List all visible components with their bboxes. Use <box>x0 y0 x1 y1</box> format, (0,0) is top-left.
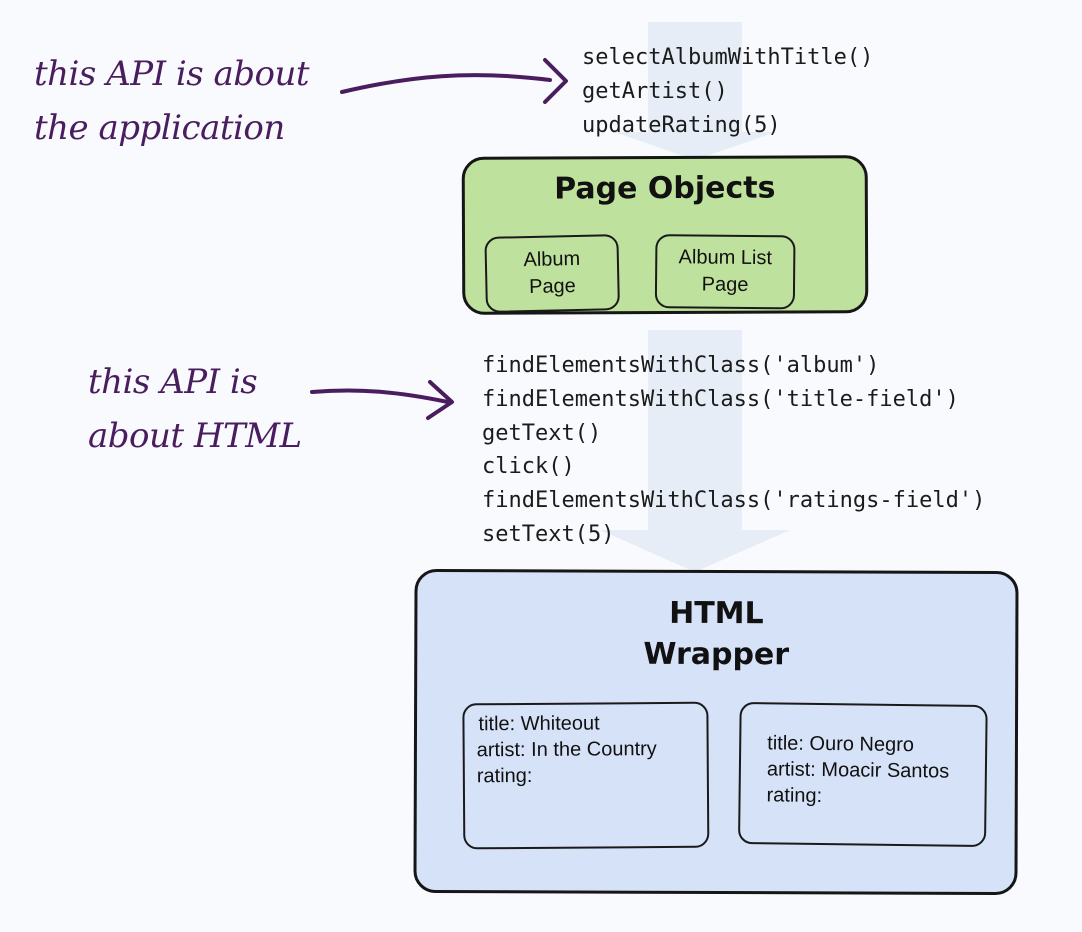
record-artist: artist: Moacir Santos <box>766 758 950 783</box>
record-rating: rating: <box>766 784 823 808</box>
record-artist: artist: In the Country <box>476 738 657 762</box>
api-call: selectAlbumWithTitle() <box>582 45 874 70</box>
album-record: title: Ouro Negro artist: Moacir Santos … <box>737 702 988 848</box>
api-call: getArtist() <box>582 78 728 104</box>
annotation-line: about HTML <box>88 415 302 456</box>
annotation-html-api: this API is about HTML <box>88 356 302 463</box>
annotation-line: this API is <box>88 362 258 402</box>
html-wrapper-title-line: HTML <box>669 595 764 632</box>
page-objects-box: Page Objects Album Page Album List Page <box>461 155 869 315</box>
album-record: title: Whiteout artist: In the Country r… <box>462 701 710 850</box>
html-api-calls: findElementsWithClass('album') findEleme… <box>482 349 985 552</box>
application-api-calls: selectAlbumWithTitle() getArtist() updat… <box>582 41 873 142</box>
annotation-line: the application <box>34 107 285 148</box>
annotation-line: this API is about <box>34 54 310 94</box>
api-call: findElementsWithClass('ratings-field') <box>482 488 986 514</box>
api-call: setText(5) <box>482 521 615 547</box>
page-objects-title: Page Objects <box>554 170 776 207</box>
record-title: title: Whiteout <box>478 712 600 736</box>
album-page-box: Album Page <box>484 234 620 313</box>
api-call: click() <box>482 454 575 480</box>
album-page-label: Album <box>523 247 581 272</box>
album-list-page-label: Page <box>701 273 749 296</box>
album-page-label: Page <box>528 274 577 298</box>
api-call: updateRating(5) <box>582 112 781 138</box>
annotation-application-api: this API is about the application <box>34 48 310 155</box>
api-call: findElementsWithClass('album') <box>482 353 880 378</box>
record-title: title: Ouro Negro <box>767 732 915 757</box>
html-wrapper-title: HTML Wrapper <box>417 592 1015 676</box>
album-list-page-label: Album List <box>678 246 773 270</box>
html-wrapper-box: HTML Wrapper title: Whiteout artist: In … <box>413 568 1019 896</box>
album-list-page-box: Album List Page <box>654 234 796 310</box>
api-call: findElementsWithClass('title-field') <box>482 386 959 412</box>
record-rating: rating: <box>476 764 533 788</box>
api-call: getText() <box>482 420 602 446</box>
html-wrapper-title-line: Wrapper <box>643 636 790 673</box>
